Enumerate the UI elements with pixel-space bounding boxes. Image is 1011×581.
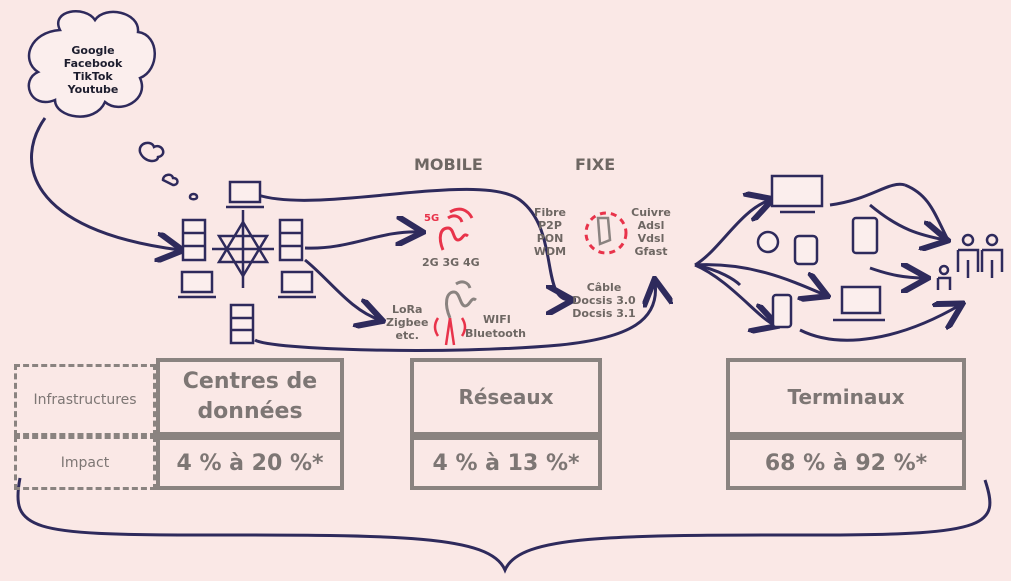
row-label-impact: Impact xyxy=(14,436,156,490)
flow-arrow xyxy=(257,187,570,300)
antenna-5g-icon xyxy=(438,207,474,251)
flow-arrow xyxy=(254,282,656,352)
cloud-bubble-icon xyxy=(188,192,199,201)
cloud-line-youtube: Youtube xyxy=(67,83,119,96)
copper-connector-icon xyxy=(584,211,628,255)
cloud-line-google: Google xyxy=(71,44,115,57)
label-bluetooth: Bluetooth xyxy=(465,327,526,340)
server-icon xyxy=(229,303,255,345)
col-reseaux: Réseaux xyxy=(410,358,602,436)
flow-arrow xyxy=(694,263,775,325)
impact-terminaux: 68 % à 92 %* xyxy=(726,436,966,490)
cloud-bubble-icon xyxy=(138,141,165,163)
label-cable-line: Câble xyxy=(586,281,622,294)
cloud-line-tiktok: TikTok xyxy=(73,70,113,83)
flow-arrow xyxy=(904,183,950,241)
monitor-icon xyxy=(770,174,824,214)
label-pon-line: PON xyxy=(536,232,564,245)
row-label-infrastructures: Infrastructures xyxy=(14,364,156,436)
flow-arrow xyxy=(694,263,825,295)
antenna-icon xyxy=(445,280,477,319)
col-terminaux: Terminaux xyxy=(726,358,966,436)
label-lora-line: LoRa xyxy=(391,303,423,316)
label-docsis31-line: Docsis 3.1 xyxy=(572,307,636,320)
bluetooth-tower-icon xyxy=(433,317,467,346)
label-p2p-line: P2P xyxy=(538,219,562,232)
label-vdsl-line: Vdsl xyxy=(637,232,665,245)
label-lora: LoRa Zigbee etc. xyxy=(386,303,428,342)
cloud-bubble-icon xyxy=(161,173,179,187)
label-wifi: WIFI xyxy=(483,313,511,326)
laptop-icon xyxy=(833,285,885,322)
label-generations: 2G 3G 4G xyxy=(422,256,480,269)
mobile-header: MOBILE xyxy=(414,155,483,174)
flow-arrow xyxy=(869,203,945,240)
label-cuivre: Cuivre Adsl Vdsl Gfast xyxy=(628,206,674,258)
laptop-icon xyxy=(226,180,264,209)
impact-reseaux: 4 % à 13 %* xyxy=(410,436,602,490)
col-centres-de-donnees: Centres de données xyxy=(156,358,344,436)
label-fibre-line: Fibre xyxy=(533,206,567,219)
server-icon xyxy=(181,218,207,262)
label-gfast-line: Gfast xyxy=(634,245,668,258)
label-cable: Câble Docsis 3.0 Docsis 3.1 xyxy=(566,281,642,320)
label-adsl-line: Adsl xyxy=(637,219,665,232)
label-cuivre-line: Cuivre xyxy=(631,206,671,219)
label-docsis30-line: Docsis 3.0 xyxy=(572,294,636,307)
network-star-icon xyxy=(212,210,274,288)
people-group-icon xyxy=(936,233,1004,290)
laptop-icon xyxy=(278,270,316,299)
label-wdm-line: WDM xyxy=(533,245,567,258)
speaker-icon xyxy=(793,234,819,266)
label-zigbee-line: Zigbee xyxy=(386,316,429,329)
flow-arrow xyxy=(304,232,420,250)
smartphone-icon xyxy=(771,293,793,329)
bottom-brace xyxy=(16,477,992,574)
cloud-line-facebook: Facebook xyxy=(63,57,123,70)
smartwatch-icon xyxy=(756,230,780,254)
thought-cloud-icon xyxy=(27,10,156,118)
label-etc-line: etc. xyxy=(395,329,419,342)
flow-arrow xyxy=(829,182,906,207)
server-icon xyxy=(278,218,304,262)
laptop-icon xyxy=(178,270,216,299)
impact-centres-de-donnees: 4 % à 20 %* xyxy=(156,436,344,490)
tablet-icon xyxy=(851,216,879,255)
flow-arrow xyxy=(694,200,770,267)
flow-arrow xyxy=(30,117,180,250)
label-5g: 5G xyxy=(424,213,440,224)
label-fibre: Fibre P2P PON WDM xyxy=(530,206,570,258)
fixe-header: FIXE xyxy=(575,155,616,174)
flow-arrow xyxy=(869,268,925,278)
flow-arrow xyxy=(799,305,960,342)
cloud-label: Google Facebook TikTok Youtube xyxy=(52,44,134,96)
flow-arrow xyxy=(304,258,380,320)
